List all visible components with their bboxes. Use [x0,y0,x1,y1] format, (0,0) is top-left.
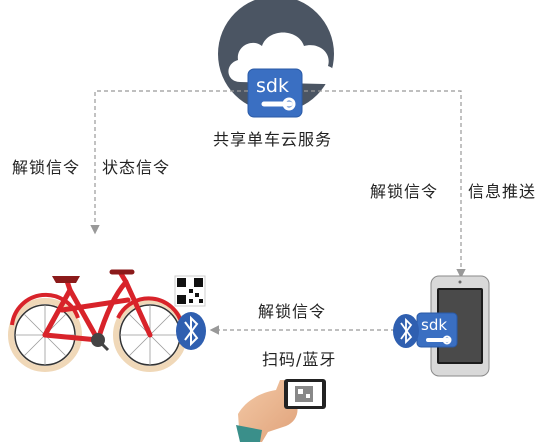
arrow-cloud-to-bike [90,90,248,235]
cloud-service-label: 共享单车云服务 [213,130,333,149]
cloud-sdk-badge [247,68,303,118]
phone-sdk-badge [416,312,458,348]
cloud-icon [218,0,336,112]
left-status-signal-label: 状态信令 [102,158,171,177]
hand-scanning-icon [236,379,326,442]
bicycle-icon [8,269,187,372]
phone-icon [430,275,490,377]
cloud-sdk-label: sdk [256,75,289,97]
right-push-label: 信息推送 [468,182,537,201]
scan-bluetooth-label: 扫码/蓝牙 [262,350,337,369]
phone-sdk-label: sdk [421,316,448,334]
right-unlock-signal-label: 解锁信令 [370,182,439,201]
qr-code-icon [174,275,206,307]
bike-bluetooth-icon [176,312,206,350]
left-unlock-signal-label: 解锁信令 [12,158,81,177]
phone-to-bike-label: 解锁信令 [258,302,327,321]
arrow-cloud-to-phone [304,90,466,279]
phone-bluetooth-icon [393,314,419,348]
